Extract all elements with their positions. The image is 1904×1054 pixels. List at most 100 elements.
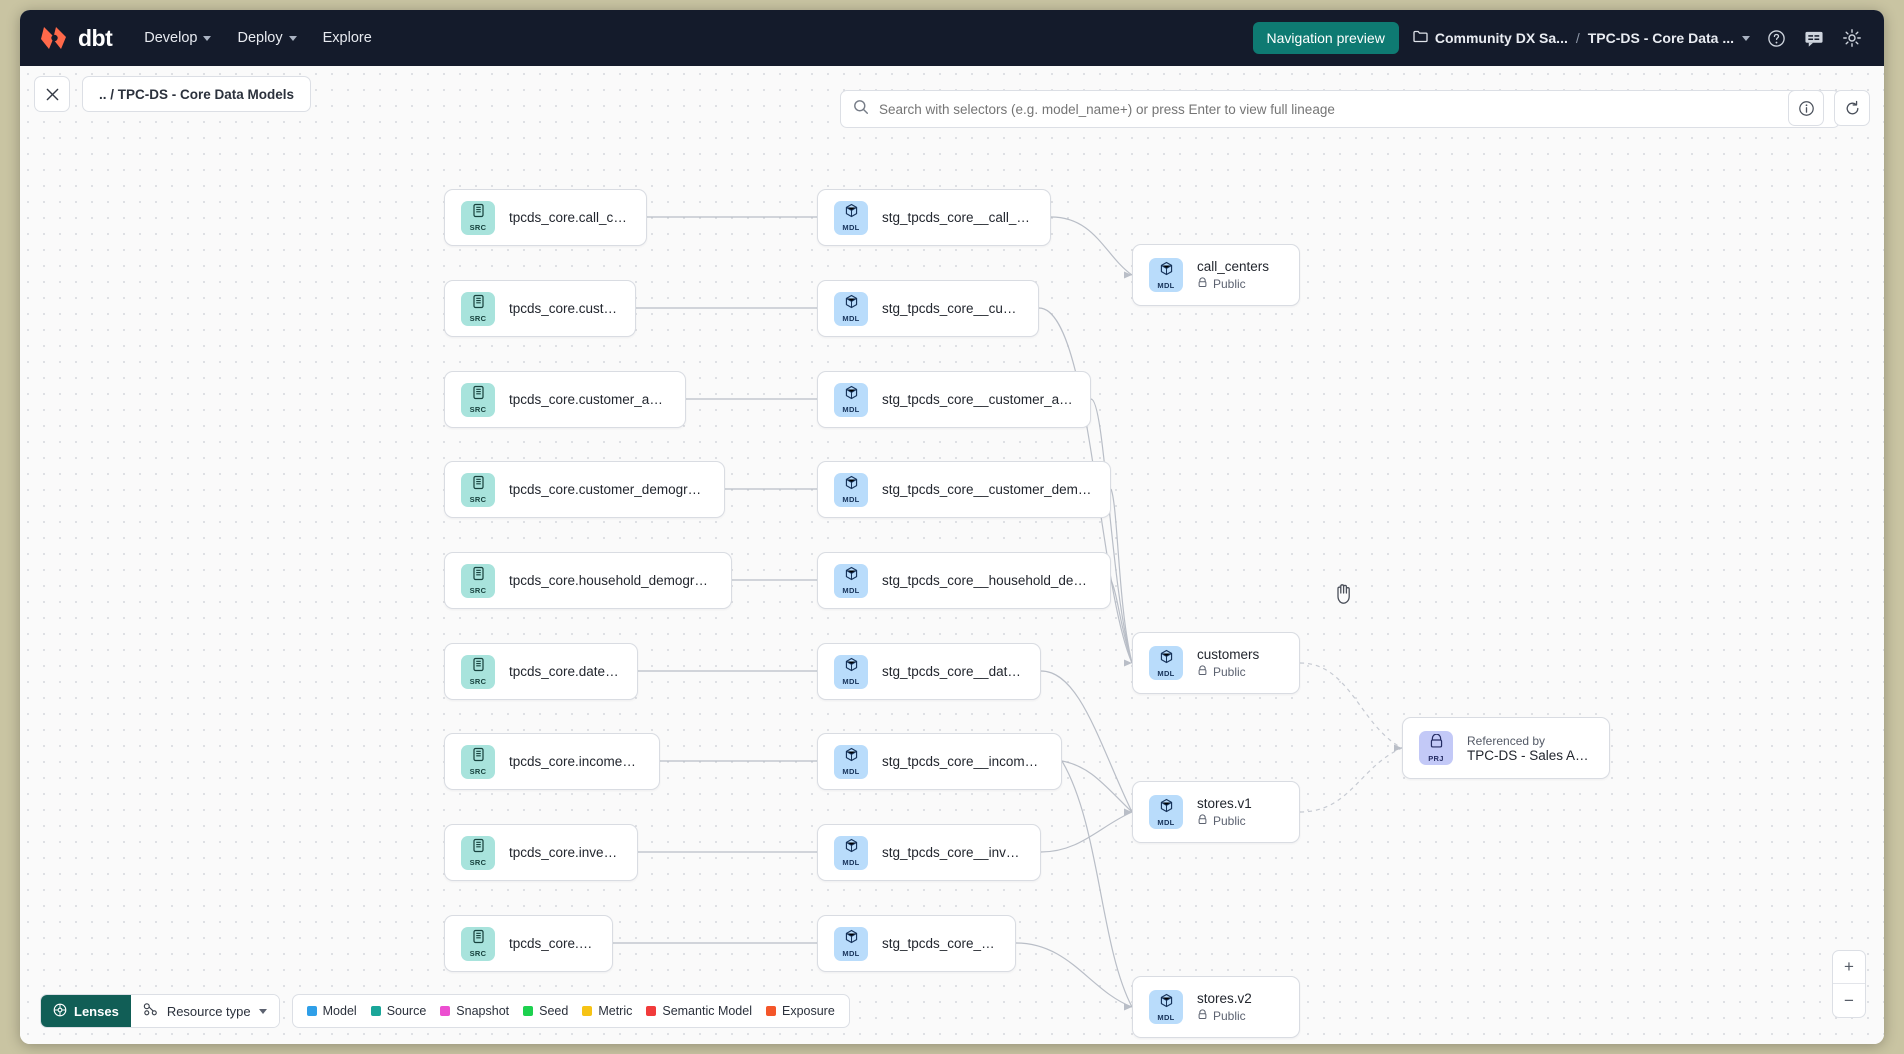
nav-item-develop[interactable]: Develop xyxy=(144,30,212,46)
legend-label: Source xyxy=(386,1004,427,1018)
chevron-down-icon xyxy=(288,35,297,41)
lineage-bottom-toolbar: Lenses Resource type Model Source Snapshot… xyxy=(40,994,850,1028)
src-badge-icon: SRC xyxy=(461,472,495,507)
legend-item: Snapshot xyxy=(440,1004,509,1018)
lineage-node-label: stores.v1 xyxy=(1197,796,1252,811)
prj-badge-icon: PRJ xyxy=(1419,731,1453,765)
lineage-node-label: tpcds_core.inventory xyxy=(509,845,621,860)
lineage-node-mdl_customer[interactable]: MDL stg_tpcds_core__customer xyxy=(817,280,1039,337)
nav-item-develop-label: Develop xyxy=(144,30,198,46)
top-nav-right-cluster: Navigation preview Community DX Sa... / … xyxy=(1252,22,1864,54)
dbt-logo-icon xyxy=(40,25,70,51)
chevron-down-icon[interactable] xyxy=(1742,35,1750,41)
mdl-badge-icon: MDL xyxy=(1149,646,1183,680)
lock-icon xyxy=(1197,277,1208,291)
lineage-node-src_cust_demo[interactable]: SRC tpcds_core.customer_demographics xyxy=(444,461,725,518)
legend-item: Semantic Model xyxy=(646,1004,752,1018)
resource-type-legend: Model Source Snapshot Seed Metric Semantic Mo… xyxy=(291,994,850,1028)
lineage-node-text: tpcds_core.customer_address xyxy=(509,392,669,407)
legend-swatch xyxy=(370,1006,381,1016)
help-circle-icon[interactable] xyxy=(1764,26,1788,50)
navigation-preview-button[interactable]: Navigation preview xyxy=(1252,22,1399,54)
nav-item-deploy[interactable]: Deploy xyxy=(237,30,297,46)
lineage-node-access-label: Public xyxy=(1213,277,1246,291)
chevron-down-icon xyxy=(258,1008,267,1014)
search-input[interactable] xyxy=(879,101,1827,117)
legend-swatch xyxy=(765,1006,776,1016)
lineage-node-text: stg_tpcds_core__household_demogr... xyxy=(882,573,1094,588)
lineage-node-access: Public xyxy=(1197,1009,1252,1023)
lineage-node-text: tpcds_core.household_demographics xyxy=(509,573,715,588)
legend-item: Exposure xyxy=(765,1004,835,1018)
info-icon[interactable] xyxy=(1788,90,1824,126)
resource-type-dropdown[interactable]: Resource type xyxy=(130,995,279,1027)
feedback-icon[interactable] xyxy=(1802,26,1826,50)
mdl-badge-icon: MDL xyxy=(1149,258,1183,292)
folder-icon xyxy=(1413,30,1428,46)
legend-swatch xyxy=(440,1006,451,1016)
lineage-node-label: stg_tpcds_core__date_dim xyxy=(882,664,1024,679)
lenses-icon xyxy=(53,1003,67,1020)
legend-item: Metric xyxy=(582,1004,632,1018)
lineage-node-access-label: Public xyxy=(1213,665,1246,679)
legend-item: Seed xyxy=(523,1004,568,1018)
zoom-in-button[interactable]: + xyxy=(1833,951,1865,984)
breadcrumb-chip[interactable]: .. / TPC-DS - Core Data Models xyxy=(82,76,312,112)
breadcrumb-project[interactable]: Community DX Sa... xyxy=(1413,30,1568,46)
lineage-node-label: stg_tpcds_core__customer xyxy=(882,301,1022,316)
lineage-node-label: TPC-DS - Sales Analytics xyxy=(1467,747,1593,763)
breadcrumb-environment-label[interactable]: TPC-DS - Core Data ... xyxy=(1587,30,1734,46)
zoom-out-button[interactable]: − xyxy=(1844,990,1854,1010)
lineage-graph-canvas[interactable]: SRCtpcds_core.call_centerSRCtpcds_core.c… xyxy=(20,66,1884,1044)
lineage-node-label: call_centers xyxy=(1197,259,1270,274)
lineage-node-text: tpcds_core.store xyxy=(509,936,596,951)
lineage-node-label: tpcds_core.call_center xyxy=(509,210,630,225)
lineage-node-label: tpcds_core.store xyxy=(509,936,596,951)
legend-label: Semantic Model xyxy=(662,1004,752,1018)
lineage-node-text: tpcds_core.income_band xyxy=(509,754,643,769)
refresh-icon[interactable] xyxy=(1834,90,1870,126)
lineage-node-label: stg_tpcds_core__household_demogr... xyxy=(882,573,1094,588)
lineage-node-label: tpcds_core.date_dim xyxy=(509,664,621,679)
lenses-button[interactable]: Lenses xyxy=(41,995,131,1027)
gear-icon[interactable] xyxy=(1840,26,1864,50)
lineage-node-label: customers xyxy=(1197,647,1260,662)
close-button[interactable] xyxy=(34,76,70,112)
resource-type-icon xyxy=(143,1002,159,1020)
nav-item-explore[interactable]: Explore xyxy=(323,30,372,46)
lineage-node-text: tpcds_core.call_center xyxy=(509,210,630,225)
lineage-search-box[interactable] xyxy=(840,90,1840,128)
mdl-badge-icon: MDL xyxy=(834,291,868,326)
dbt-logo[interactable]: dbt xyxy=(40,25,113,52)
lineage-node-text: stg_tpcds_core__customer_address xyxy=(882,392,1074,407)
mdl-badge-icon: MDL xyxy=(834,835,868,870)
lineage-node-label: tpcds_core.customer_demographics xyxy=(509,482,708,497)
legend-item: Model xyxy=(306,1004,357,1018)
lineage-node-access: Public xyxy=(1197,814,1252,828)
lineage-node-label: stg_tpcds_core__store xyxy=(882,936,999,951)
